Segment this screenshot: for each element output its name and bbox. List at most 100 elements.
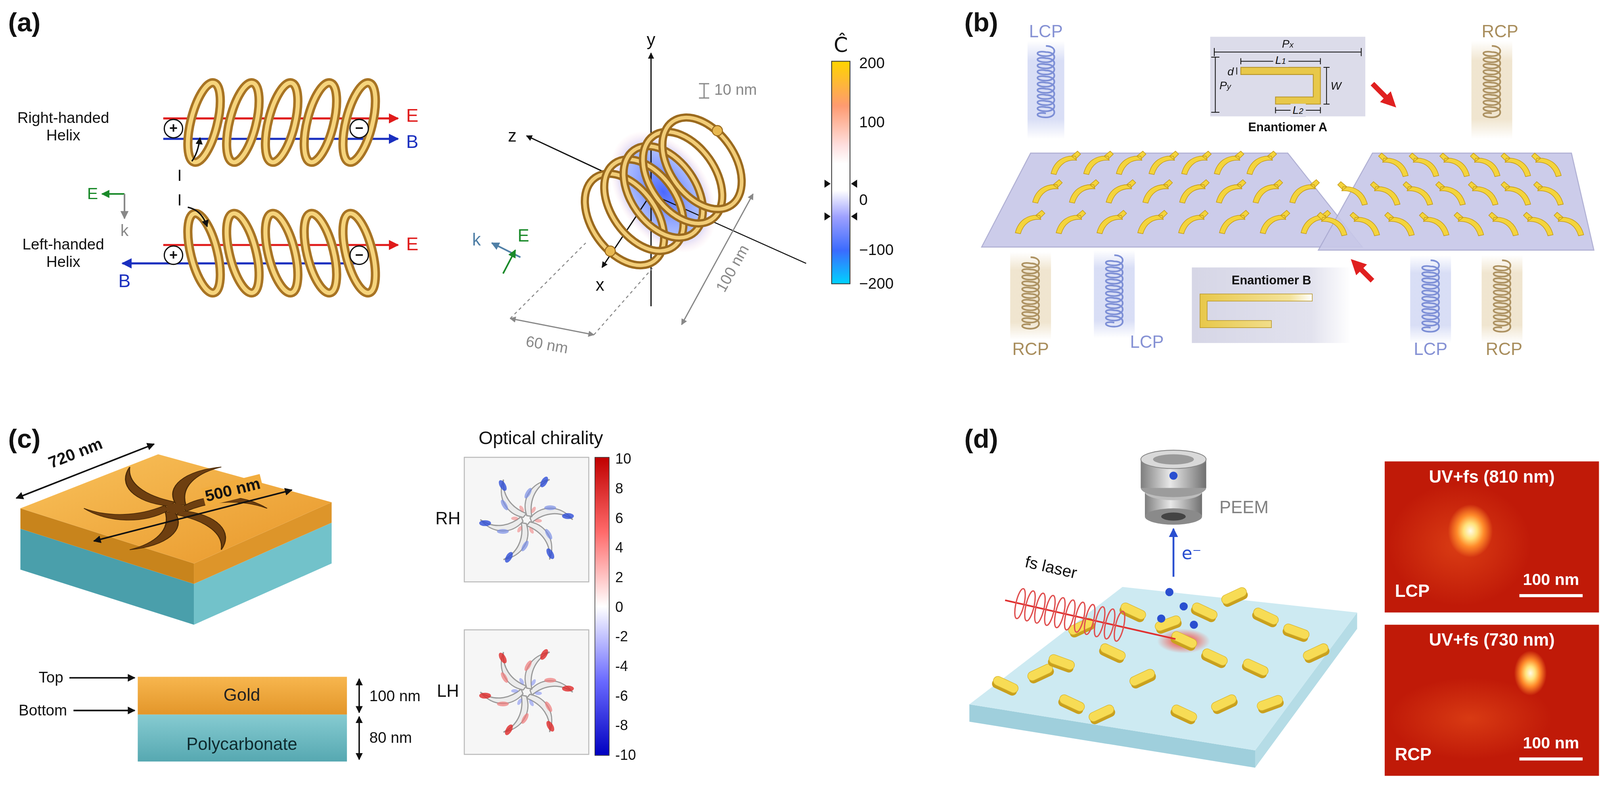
- colorbar-tick: 0: [859, 191, 868, 209]
- colorbar-c-hat: [824, 179, 831, 188]
- polarization-label: LCP: [1029, 22, 1063, 43]
- layer-band: Gold: [137, 676, 347, 715]
- metasurface-right: [1554, 212, 1584, 236]
- colorbar-c-hat: [851, 179, 858, 188]
- peem-setup: [1255, 693, 1285, 715]
- panel-letter: (c): [8, 424, 41, 454]
- field-label: B: [118, 271, 131, 292]
- metasurface-right: [1402, 181, 1433, 205]
- metasurface-right: [1468, 181, 1499, 205]
- pinwheel-sample: [69, 676, 135, 679]
- chirality-maps: [490, 476, 528, 524]
- helix-left-handed: [164, 245, 183, 265]
- peem-setup: [1157, 614, 1166, 623]
- pinwheel-sample: [358, 678, 360, 713]
- metasurface-left: [1037, 45, 1055, 118]
- wavevector-label: k: [472, 231, 481, 251]
- colorbar-tick: -10: [615, 747, 636, 764]
- enantiomer-a-sketch: [1236, 67, 1238, 75]
- metasurface-right: [1317, 212, 1348, 236]
- enantiomer-a-sketch: [1240, 67, 1321, 105]
- inset-title: Enantiomer B: [1231, 273, 1312, 288]
- colorbar-tick: −200: [859, 275, 894, 292]
- colorbar-tick: -8: [615, 717, 628, 734]
- metasurface-right: [1533, 181, 1564, 205]
- dimension-label: Px: [1282, 37, 1294, 51]
- dimension-label: 720 nm: [45, 434, 106, 472]
- map-title: Optical chirality: [478, 428, 603, 449]
- field-label: E: [517, 227, 530, 247]
- peem-setup: [1111, 610, 1127, 642]
- metasurface-right: [1337, 181, 1368, 205]
- charge-sign: −: [355, 247, 364, 264]
- peem-setup: [1179, 602, 1189, 611]
- helix-right-handed: [191, 137, 201, 161]
- peem-setup: [1189, 600, 1219, 624]
- metasurface-right: [1378, 153, 1409, 177]
- pinwheel-sample: [73, 709, 135, 712]
- metasurface-right: [1422, 260, 1439, 332]
- metasurface-left: [1253, 179, 1283, 203]
- helix-right-handed: [164, 119, 183, 138]
- scale-bar-label: 100 nm: [1522, 733, 1579, 752]
- metasurface-right: [1410, 254, 1451, 343]
- metasurface-right: [1523, 212, 1554, 236]
- chirality-maps: [525, 687, 563, 735]
- incident-field-arrows: [101, 193, 125, 195]
- metasurface-right: [1493, 260, 1511, 332]
- chirality-maps: [479, 471, 575, 568]
- instrument-label: PEEM: [1219, 498, 1269, 518]
- pinwheel-sample: [93, 489, 292, 542]
- peem-setup: [1157, 628, 1211, 654]
- field-label: B: [405, 132, 419, 154]
- colorbar-title: Ĉ: [833, 33, 848, 57]
- dimension-label: L1: [1273, 53, 1289, 67]
- chirality-maps: [464, 457, 610, 756]
- chirality-maps: [479, 688, 523, 707]
- metasurface-right: [1419, 212, 1449, 236]
- inset-panel: Enantiomer B: [1191, 267, 1352, 343]
- pinwheel-sample: [110, 465, 178, 512]
- metasurface-left: [1178, 210, 1209, 234]
- peem-setup: [1250, 606, 1281, 629]
- metasurface-left: [1015, 210, 1045, 234]
- inset-panel: PxPyL1L2dWEnantiomer A: [1210, 36, 1366, 135]
- helix-right-handed: [163, 117, 399, 120]
- polarization-label: LCP: [1130, 333, 1164, 353]
- field-label: E: [87, 184, 98, 203]
- layer-label: Bottom: [18, 701, 67, 719]
- chirality-maps: [595, 457, 610, 756]
- colorbar-tick: 0: [615, 599, 624, 616]
- helix-label: Right-handed Helix: [10, 109, 117, 144]
- helix-3d: [698, 97, 710, 99]
- scale-bar: [1519, 757, 1583, 761]
- image-title: UV+fs (810 nm): [1428, 468, 1555, 488]
- metasurface-left: [1137, 210, 1168, 234]
- electron-label: e⁻: [1181, 543, 1202, 563]
- colorbar-tick: -6: [615, 688, 628, 705]
- colorbar-tick: −100: [859, 241, 894, 259]
- field-label: E: [405, 106, 419, 127]
- metasurface-left: [1289, 179, 1320, 203]
- peem-setup: [1153, 453, 1195, 465]
- metasurface-right: [1500, 181, 1531, 205]
- helix-3d: [681, 193, 753, 325]
- chirality-maps: [464, 629, 589, 755]
- helix-3d: [698, 83, 710, 85]
- peem-setup: [1004, 600, 1176, 640]
- peem-setup: [1172, 528, 1175, 577]
- peem-setup: [1189, 620, 1199, 629]
- metasurface-left: [981, 153, 1363, 247]
- helix-3d: [510, 318, 594, 335]
- current-label: I: [177, 166, 182, 185]
- incident-field-arrows: [101, 193, 125, 219]
- peem-setup: [1169, 471, 1178, 480]
- charge-sign: +: [169, 120, 178, 137]
- peem-image: UV+fs (730 nm)RCP100 nm: [1384, 624, 1600, 776]
- peem-setup: [990, 674, 1021, 697]
- polarization-label: RCP: [1485, 340, 1523, 360]
- metasurface-left: [1106, 254, 1123, 327]
- colorbar-tick: 4: [615, 539, 624, 556]
- metasurface-right: [1454, 212, 1484, 236]
